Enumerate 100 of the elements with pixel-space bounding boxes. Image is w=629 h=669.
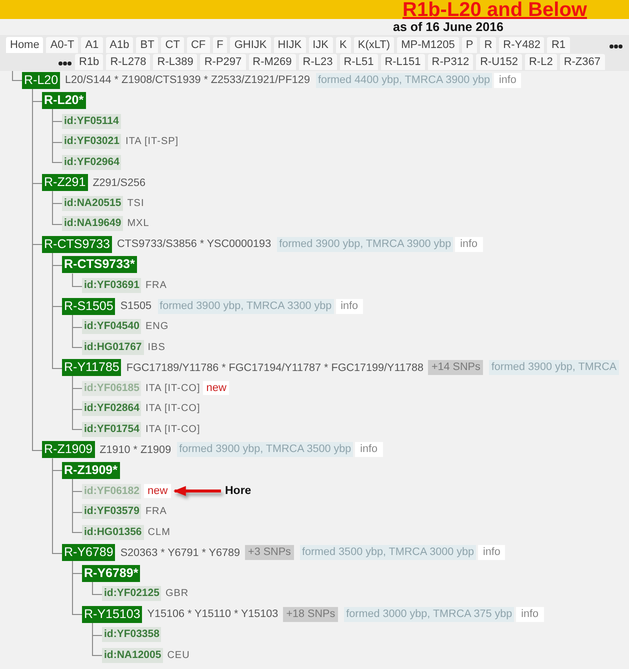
info-link: info: [478, 545, 506, 560]
tab: BT: [136, 37, 158, 53]
sample-id-label: id:YF04540: [82, 319, 142, 334]
arrow: [173, 486, 221, 496]
sample-id-label: id:NA19649: [62, 216, 124, 232]
population-code: TSI: [127, 198, 144, 209]
tab: R: [480, 37, 496, 53]
tab: R-L389: [153, 54, 198, 70]
tree-line: [72, 376, 82, 430]
snp-list: S1505: [120, 300, 152, 312]
haplogroup-label: R-Z291: [42, 174, 88, 192]
population-code: CLM: [148, 526, 170, 538]
haplogroup-label: R-Z1909*: [62, 462, 120, 479]
sample-id-label: id:YF03021: [62, 134, 122, 150]
tree-line: [92, 581, 102, 595]
population-code: ITA [IT-SP]: [125, 136, 179, 148]
haplogroup-label: R-L20*: [42, 92, 86, 110]
snp-count-badge: +3 SNPs: [245, 545, 294, 560]
age-estimate: formed 3000 ybp, TMRCA 375 ybp: [344, 606, 514, 622]
tab: HIJK: [274, 37, 306, 53]
population-code: GBR: [165, 588, 189, 600]
sample-id-label: id:NA12005: [102, 648, 164, 663]
sample-id-label: id:YF02964: [62, 154, 122, 170]
snp-list: CTS9733/S3856 * YSC0000193: [117, 238, 272, 250]
tab: R-Y482: [499, 37, 544, 53]
annotation-text: Hore: [225, 485, 252, 497]
tab: R-P297: [200, 54, 246, 70]
tree-line: [52, 108, 62, 163]
tab: Home: [6, 37, 44, 53]
page-title: R1b-L20 and Below: [402, 0, 587, 22]
tab: R-M269: [248, 54, 296, 70]
sample-id-label: id:YF03358: [102, 627, 162, 642]
tab: R-P312: [428, 54, 474, 70]
info-link: info: [336, 298, 364, 314]
tab: R-U152: [476, 54, 522, 70]
tab: IJK: [308, 37, 333, 53]
tab: MP-M1205: [397, 37, 459, 53]
snp-list: Z1910 * Z1909: [100, 444, 172, 456]
population-code: ENG: [145, 321, 169, 332]
population-code: CEU: [167, 650, 190, 661]
tree-line: [72, 478, 82, 533]
age-estimate: formed 3900 ybp, TMRCA 3500 ybp: [177, 442, 354, 458]
snp-list: Z291/S256: [92, 176, 146, 189]
tree-line: [52, 458, 62, 554]
population-code: MXL: [127, 218, 150, 230]
sample-id-label: id:HG01767: [82, 340, 144, 355]
tab: A0-T: [46, 37, 78, 53]
age-estimate: formed 3900 ybp, TMRCA 3300 ybp: [158, 298, 334, 314]
population-code: ITA [IT-CO]: [145, 403, 200, 414]
info-link: info: [455, 236, 483, 252]
age-estimate: formed 3900 ybp, TMRCA 3900 ybp: [277, 236, 454, 252]
sample-id-label: id:YF02125: [102, 586, 162, 602]
tab: R-L151: [380, 54, 425, 70]
tree-line: [92, 622, 102, 656]
tree-line: [52, 190, 62, 225]
tab: R-L51: [340, 54, 378, 70]
tab: A1b: [106, 37, 134, 53]
age-estimate: formed 4400 ybp, TMRCA 3900 ybp: [316, 72, 492, 88]
sample-id-label: id:YF06182: [82, 484, 142, 498]
tab: F: [212, 37, 228, 53]
snp-list: FGC17189/Y11786 * FGC17194/Y11787 * FGC17199/Y11788: [126, 362, 424, 374]
haplogroup-label: R-L20: [22, 72, 60, 88]
info-link: info: [355, 442, 383, 458]
tab: P: [462, 37, 478, 53]
sample-id-label: id:YF05114: [62, 114, 121, 129]
haplogroup-label: R-CTS9733*: [62, 256, 137, 274]
age-estimate: formed 3500 ybp, TMRCA 3000 ybp: [300, 545, 476, 560]
sample-id-label: id:YF02864: [82, 401, 142, 416]
haplogroup-label: R-Y15103: [82, 606, 142, 623]
tab: CF: [186, 37, 210, 53]
haplogroup-label: R-S1505: [62, 298, 116, 315]
tree-line: [72, 560, 82, 615]
haplogroup-label: R-CTS9733: [42, 236, 112, 253]
sample-id-label: id:NA20515: [62, 196, 124, 211]
haplogroup-label: R-Y6789*: [82, 564, 140, 582]
sample-id-label: id:YF03691: [82, 278, 142, 293]
haplogroup-label: R-Z1909: [42, 441, 95, 458]
population-code: ITA [IT-CO]: [145, 382, 200, 394]
tab: R-L2: [524, 54, 557, 70]
population-code: FRA: [145, 506, 167, 518]
snp-list: S20363 * Y6791 * Y6789: [120, 546, 240, 559]
tab: R1: [547, 37, 570, 53]
info-link: info: [494, 72, 522, 88]
new-flag: new: [144, 484, 171, 498]
snp-count-badge: +18 SNPs: [283, 606, 338, 622]
tab: K(xLT): [354, 37, 394, 53]
tab: R-L278: [106, 54, 150, 70]
date-note: as of 16 June 2016: [393, 20, 504, 34]
tree-line: [12, 70, 22, 81]
new-flag: new: [203, 381, 230, 396]
tab: R-L23: [298, 54, 337, 70]
tree-line: [52, 252, 62, 369]
tab: CT: [161, 37, 184, 53]
snp-list: L20/S144 * Z1908/CTS1939 * Z2533/Z1921/PF129: [65, 74, 310, 86]
population-code: IBS: [148, 342, 166, 353]
tab: R-Z367: [560, 54, 605, 70]
population-code: FRA: [145, 280, 167, 291]
sample-id-label: id:YF03579: [82, 504, 142, 520]
snp-count-badge: +14 SNPs: [428, 360, 484, 376]
tab: R1b: [75, 54, 104, 70]
